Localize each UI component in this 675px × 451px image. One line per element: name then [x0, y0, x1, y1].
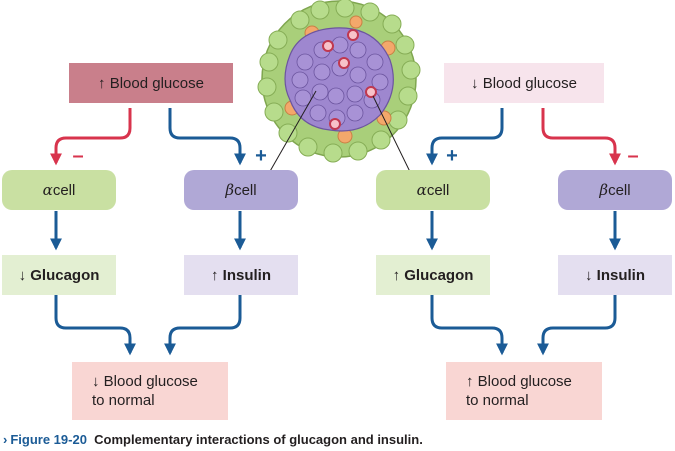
arrow-right-stimulate-alpha — [426, 108, 504, 166]
left-alpha-inhibit-sign: – — [72, 144, 84, 167]
right-alpha-stimulate-sign: + — [446, 144, 458, 167]
left-alpha-cell: α cell — [2, 170, 116, 210]
figure-number: Figure 19-20 — [10, 432, 87, 447]
arrow-left-insulin-to-result — [164, 295, 242, 356]
left-beta-stimulate-sign: + — [255, 144, 267, 167]
right-insulin: ↓ Insulin — [558, 255, 672, 295]
right-beta-cell: β cell — [558, 170, 672, 210]
up-arrow-icon: ↑ — [392, 266, 401, 284]
down-arrow-icon: ↓ — [584, 266, 593, 284]
left-blood-glucose-high: ↑ Blood glucose — [69, 63, 233, 103]
arrow-right-glucagon-to-result — [430, 295, 508, 356]
arrow-left-stimulate-beta — [168, 108, 246, 166]
right-glucagon: ↑ Glucagon — [376, 255, 490, 295]
left-insulin: ↑ Insulin — [184, 255, 298, 295]
arrow-right-insulin-to-result — [537, 295, 617, 356]
arrow-left-glucagon-to-result — [54, 295, 136, 356]
left-glucagon: ↓ Glucagon — [2, 255, 116, 295]
chevron-right-icon: › — [3, 432, 8, 447]
left-beta-cell: β cell — [184, 170, 298, 210]
down-arrow-icon: ↓ — [471, 74, 479, 92]
up-arrow-icon: ↑ — [98, 74, 106, 92]
arrow-left-inhibit-alpha — [50, 108, 132, 166]
right-blood-glucose-low: ↓ Blood glucose — [444, 63, 604, 103]
left-result: ↓ Blood glucose to normal — [72, 362, 228, 420]
right-result: ↑ Blood glucose to normal — [446, 362, 602, 420]
figure-caption: ›Figure 19-20 Complementary interactions… — [3, 432, 423, 447]
arrow-right-inhibit-beta — [541, 108, 621, 166]
up-arrow-icon: ↑ — [210, 266, 219, 284]
down-arrow-icon: ↓ — [18, 266, 27, 284]
right-beta-inhibit-sign: – — [627, 144, 639, 167]
right-alpha-cell: α cell — [376, 170, 490, 210]
caption-text: Complementary interactions of glucagon a… — [94, 432, 423, 447]
